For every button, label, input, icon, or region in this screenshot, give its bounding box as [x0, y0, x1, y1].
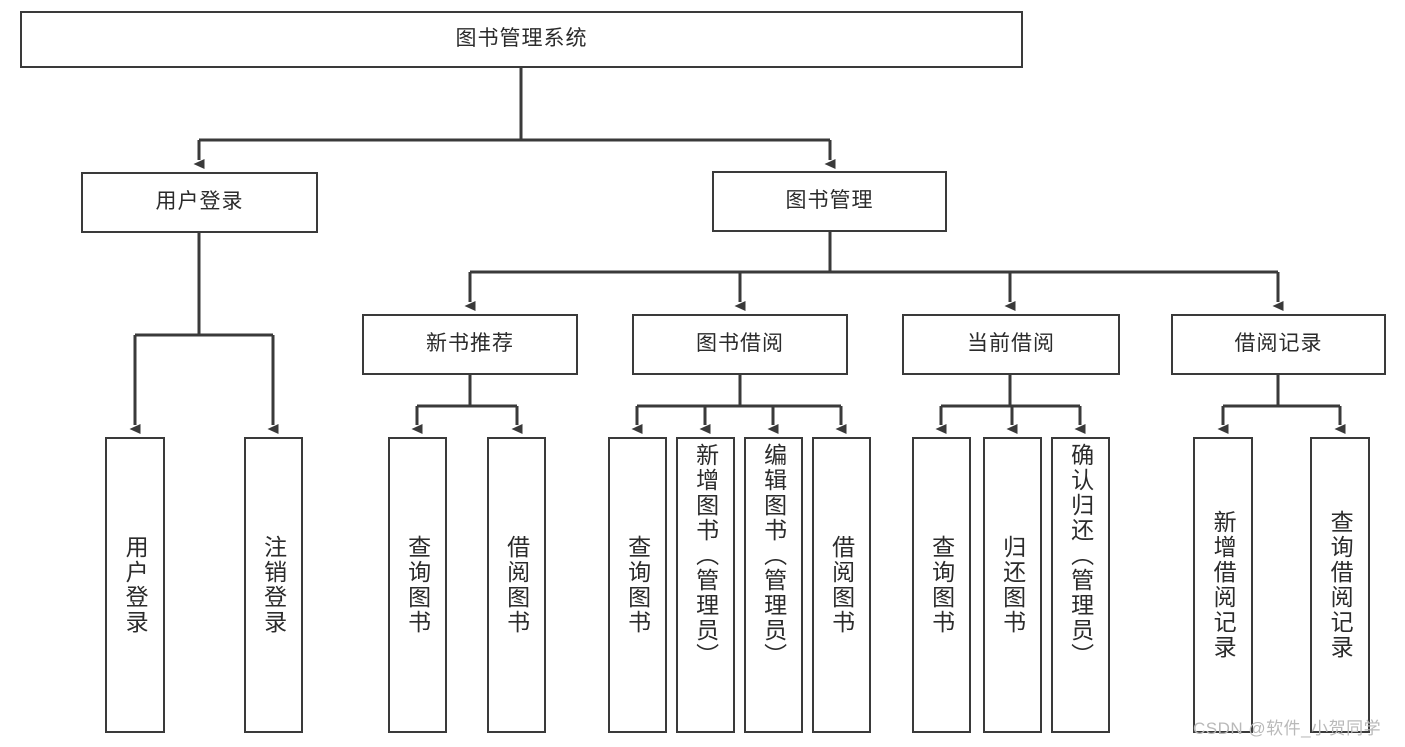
node-leaf-borrow-book-label: 借阅图书 [828, 535, 855, 635]
node-leaf-user-logout-label: 注销登录 [260, 535, 287, 635]
node-leaf-add-book[interactable]: 新增图书（管理员） [676, 437, 735, 733]
node-leaf-add-record-label: 新增借阅记录 [1210, 510, 1237, 660]
node-current-borrow-label: 当前借阅 [967, 332, 1055, 356]
node-leaf-add-book-label: 新增图书（管理员） [692, 443, 719, 668]
node-leaf-confirm-return[interactable]: 确认归还（管理员） [1051, 437, 1110, 733]
node-borrow-record[interactable]: 借阅记录 [1171, 314, 1386, 375]
node-leaf-query-book-borrow-label: 查询图书 [624, 535, 651, 635]
node-book-management-label: 图书管理 [785, 189, 874, 213]
node-leaf-return-book[interactable]: 归还图书 [983, 437, 1042, 733]
node-leaf-query-book-rec-label: 查询图书 [404, 535, 431, 635]
node-current-borrow[interactable]: 当前借阅 [902, 314, 1120, 375]
node-leaf-edit-book-label: 编辑图书（管理员） [760, 443, 787, 668]
node-leaf-user-logout[interactable]: 注销登录 [244, 437, 303, 733]
node-user-login-label: 用户登录 [155, 190, 244, 214]
node-root-label: 图书管理系统 [455, 27, 588, 51]
node-leaf-edit-book[interactable]: 编辑图书（管理员） [744, 437, 803, 733]
node-leaf-user-login[interactable]: 用户登录 [105, 437, 165, 733]
node-leaf-user-login-label: 用户登录 [122, 535, 149, 635]
node-leaf-add-record[interactable]: 新增借阅记录 [1193, 437, 1253, 733]
node-new-book-recommend-label: 新书推荐 [426, 332, 514, 356]
node-borrow-record-label: 借阅记录 [1234, 332, 1323, 356]
node-leaf-query-book-current[interactable]: 查询图书 [912, 437, 971, 733]
node-leaf-query-book-current-label: 查询图书 [928, 535, 955, 635]
node-leaf-query-record-label: 查询借阅记录 [1327, 510, 1354, 660]
node-leaf-borrow-book-rec[interactable]: 借阅图书 [487, 437, 546, 733]
node-user-login[interactable]: 用户登录 [81, 172, 318, 233]
node-book-borrow-label: 图书借阅 [696, 332, 784, 356]
node-new-book-recommend[interactable]: 新书推荐 [362, 314, 578, 375]
node-leaf-confirm-return-label: 确认归还（管理员） [1067, 443, 1094, 668]
node-leaf-query-book-borrow[interactable]: 查询图书 [608, 437, 667, 733]
node-leaf-query-book-rec[interactable]: 查询图书 [388, 437, 447, 733]
node-book-management[interactable]: 图书管理 [712, 171, 947, 232]
node-root[interactable]: 图书管理系统 [20, 11, 1023, 68]
node-leaf-borrow-book[interactable]: 借阅图书 [812, 437, 871, 733]
csdn-watermark: CSDN @软件_小贺同学 [1193, 719, 1382, 738]
node-leaf-query-record[interactable]: 查询借阅记录 [1310, 437, 1370, 733]
node-leaf-borrow-book-rec-label: 借阅图书 [503, 535, 530, 635]
node-book-borrow[interactable]: 图书借阅 [632, 314, 848, 375]
node-leaf-return-book-label: 归还图书 [999, 535, 1026, 635]
